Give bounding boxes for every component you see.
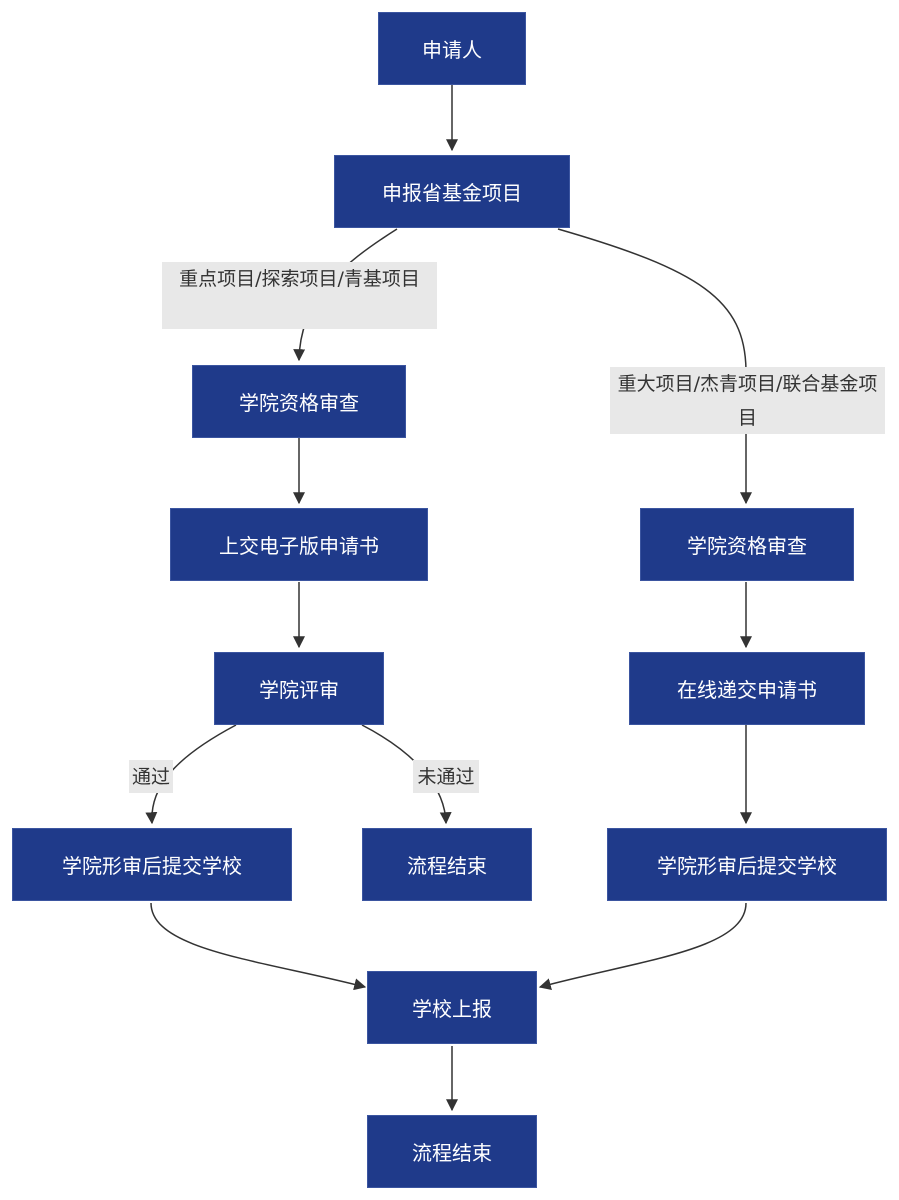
node-school-report[interactable]: 学校上报 [367,971,537,1044]
node-submit-electronic-application[interactable]: 上交电子版申请书 [170,508,428,581]
node-process-end-mid[interactable]: 流程结束 [362,828,532,901]
edge-apply-review-r [557,228,752,505]
node-form-review-submit-left[interactable]: 学院形审后提交学校 [12,828,292,901]
edge-form-r-school [538,902,747,990]
node-college-qualification-review-right[interactable]: 学院资格审查 [640,508,854,581]
node-applicant[interactable]: 申请人 [378,12,526,85]
edge-form-l-school [150,902,367,991]
edge-label-right-branch: 重大项目/杰青项目/联合基金项目 [610,367,885,434]
node-apply-provincial-fund[interactable]: 申报省基金项目 [334,155,570,228]
node-form-review-submit-right[interactable]: 学院形审后提交学校 [607,828,887,901]
edge-label-left-branch: 重点项目/探索项目/青基项目 [162,262,437,329]
edge-label-pass: 通过 [129,760,173,793]
edge-label-fail: 未通过 [413,760,479,793]
node-college-review[interactable]: 学院评审 [214,652,384,725]
node-college-qualification-review-left[interactable]: 学院资格审查 [192,365,406,438]
node-process-end-final[interactable]: 流程结束 [367,1115,537,1188]
node-online-submit-application[interactable]: 在线递交申请书 [629,652,865,725]
